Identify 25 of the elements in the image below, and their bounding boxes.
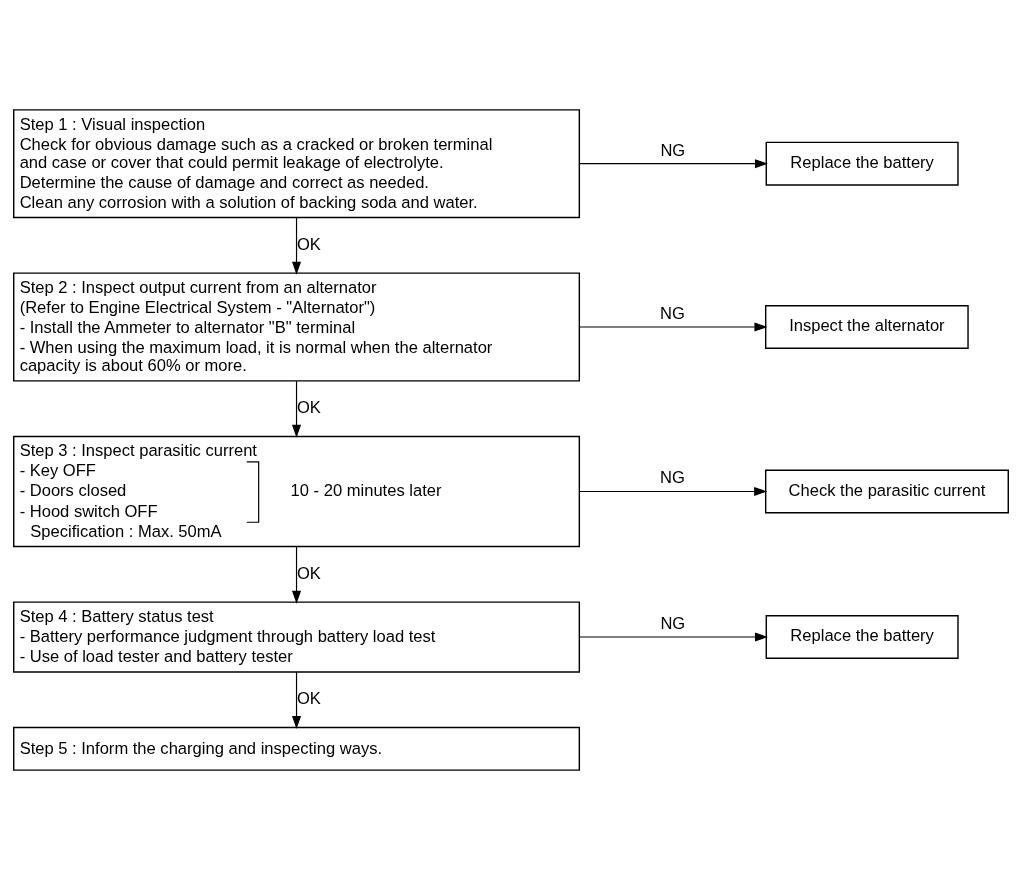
arrow: [291, 671, 301, 730]
edge-label: NG: [659, 140, 685, 160]
node-box: Step 5 : Inform the charging and inspecting ways.: [12, 726, 580, 771]
edge-label: NG: [659, 613, 685, 633]
edge-label: OK: [296, 689, 321, 709]
arrow: [291, 217, 301, 275]
edge-label: OK: [296, 234, 321, 254]
edge-label: NG: [659, 468, 685, 488]
arrow: [291, 546, 301, 604]
node-box: Replace the battery: [765, 615, 959, 659]
node-box: Inspect the alternator: [764, 305, 969, 349]
node-box: Check the parasitic current: [764, 469, 1009, 514]
edge-label: OK: [296, 398, 321, 418]
arrow: [578, 159, 768, 169]
node-box: Replace the battery: [765, 141, 959, 186]
arrow: [578, 322, 767, 332]
node-box: Step 4 : Battery status test - Battery performance judgment through battery load test - Use of load tester and battery tester: [12, 601, 580, 673]
edge-label: OK: [296, 563, 321, 583]
node-box: Step 1 : Visual inspection Check for obvious damage such as a cracked or broken terminal and case or cover that could permit leakage of electrolyte. Determine the cause of damage and correct as needed. Clean any corrosion with a solution of backing soda and water.: [12, 109, 580, 219]
arrow: [578, 632, 768, 642]
arrow: [291, 380, 301, 438]
arrow: [578, 486, 767, 497]
edge-label: NG: [659, 303, 685, 323]
node-box: Step 3 : Inspect parasitic current - Key OFF - Doors closed 10 - 20 minutes later - Hood switch OFF Specification : Max. 50mA: [12, 435, 580, 548]
node-box: Step 2 : Inspect output current from an alternator (Refer to Engine Electrical System - "Alternator") - Install the Ammeter to alternator "B" terminal - When using the maximum load, it is normal when the alternator capacity is about 60% or more.: [12, 272, 580, 382]
